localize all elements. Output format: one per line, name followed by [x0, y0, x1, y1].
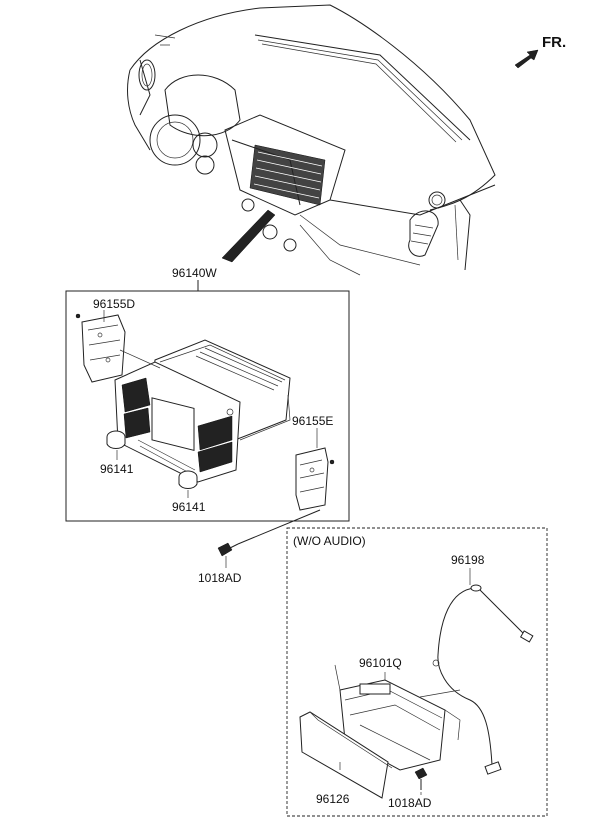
- label-knob-lower: 96141: [172, 500, 206, 514]
- bracket-left-drawing: [75, 310, 126, 383]
- label-bracket-right: 96155E: [292, 414, 334, 428]
- screw-wo-drawing: [414, 767, 428, 795]
- direction-label: FR.: [542, 34, 567, 51]
- label-bracket-left: 96155D: [93, 297, 136, 311]
- label-cable: 96198: [451, 553, 485, 567]
- label-knob-upper: 96141: [100, 462, 134, 476]
- head-unit-kit-box: [65, 290, 350, 522]
- label-bracket-wo: 96101Q: [359, 656, 402, 670]
- label-cover-panel: 96126: [316, 792, 350, 806]
- label-wo-audio: (W/O AUDIO): [293, 534, 366, 548]
- cover-panel-drawing: [299, 711, 393, 799]
- knob-lower-drawing: [178, 470, 198, 498]
- bracket-right-drawing: [295, 428, 335, 511]
- dashboard-illustration: [127, 4, 496, 276]
- knob-upper-drawing: [106, 430, 126, 460]
- wo-audio-kit-box: [286, 527, 548, 817]
- label-head-unit: 96140W: [172, 266, 217, 280]
- screw-main-drawing: [217, 509, 321, 568]
- head-unit-drawing: [114, 339, 291, 483]
- dashboard-radio-hatch: [249, 144, 326, 206]
- label-screw-wo: 1018AD: [388, 796, 432, 810]
- label-screw-main: 1018AD: [198, 571, 242, 585]
- front-direction-arrow-icon: [514, 49, 539, 69]
- cable-drawing: [432, 568, 534, 775]
